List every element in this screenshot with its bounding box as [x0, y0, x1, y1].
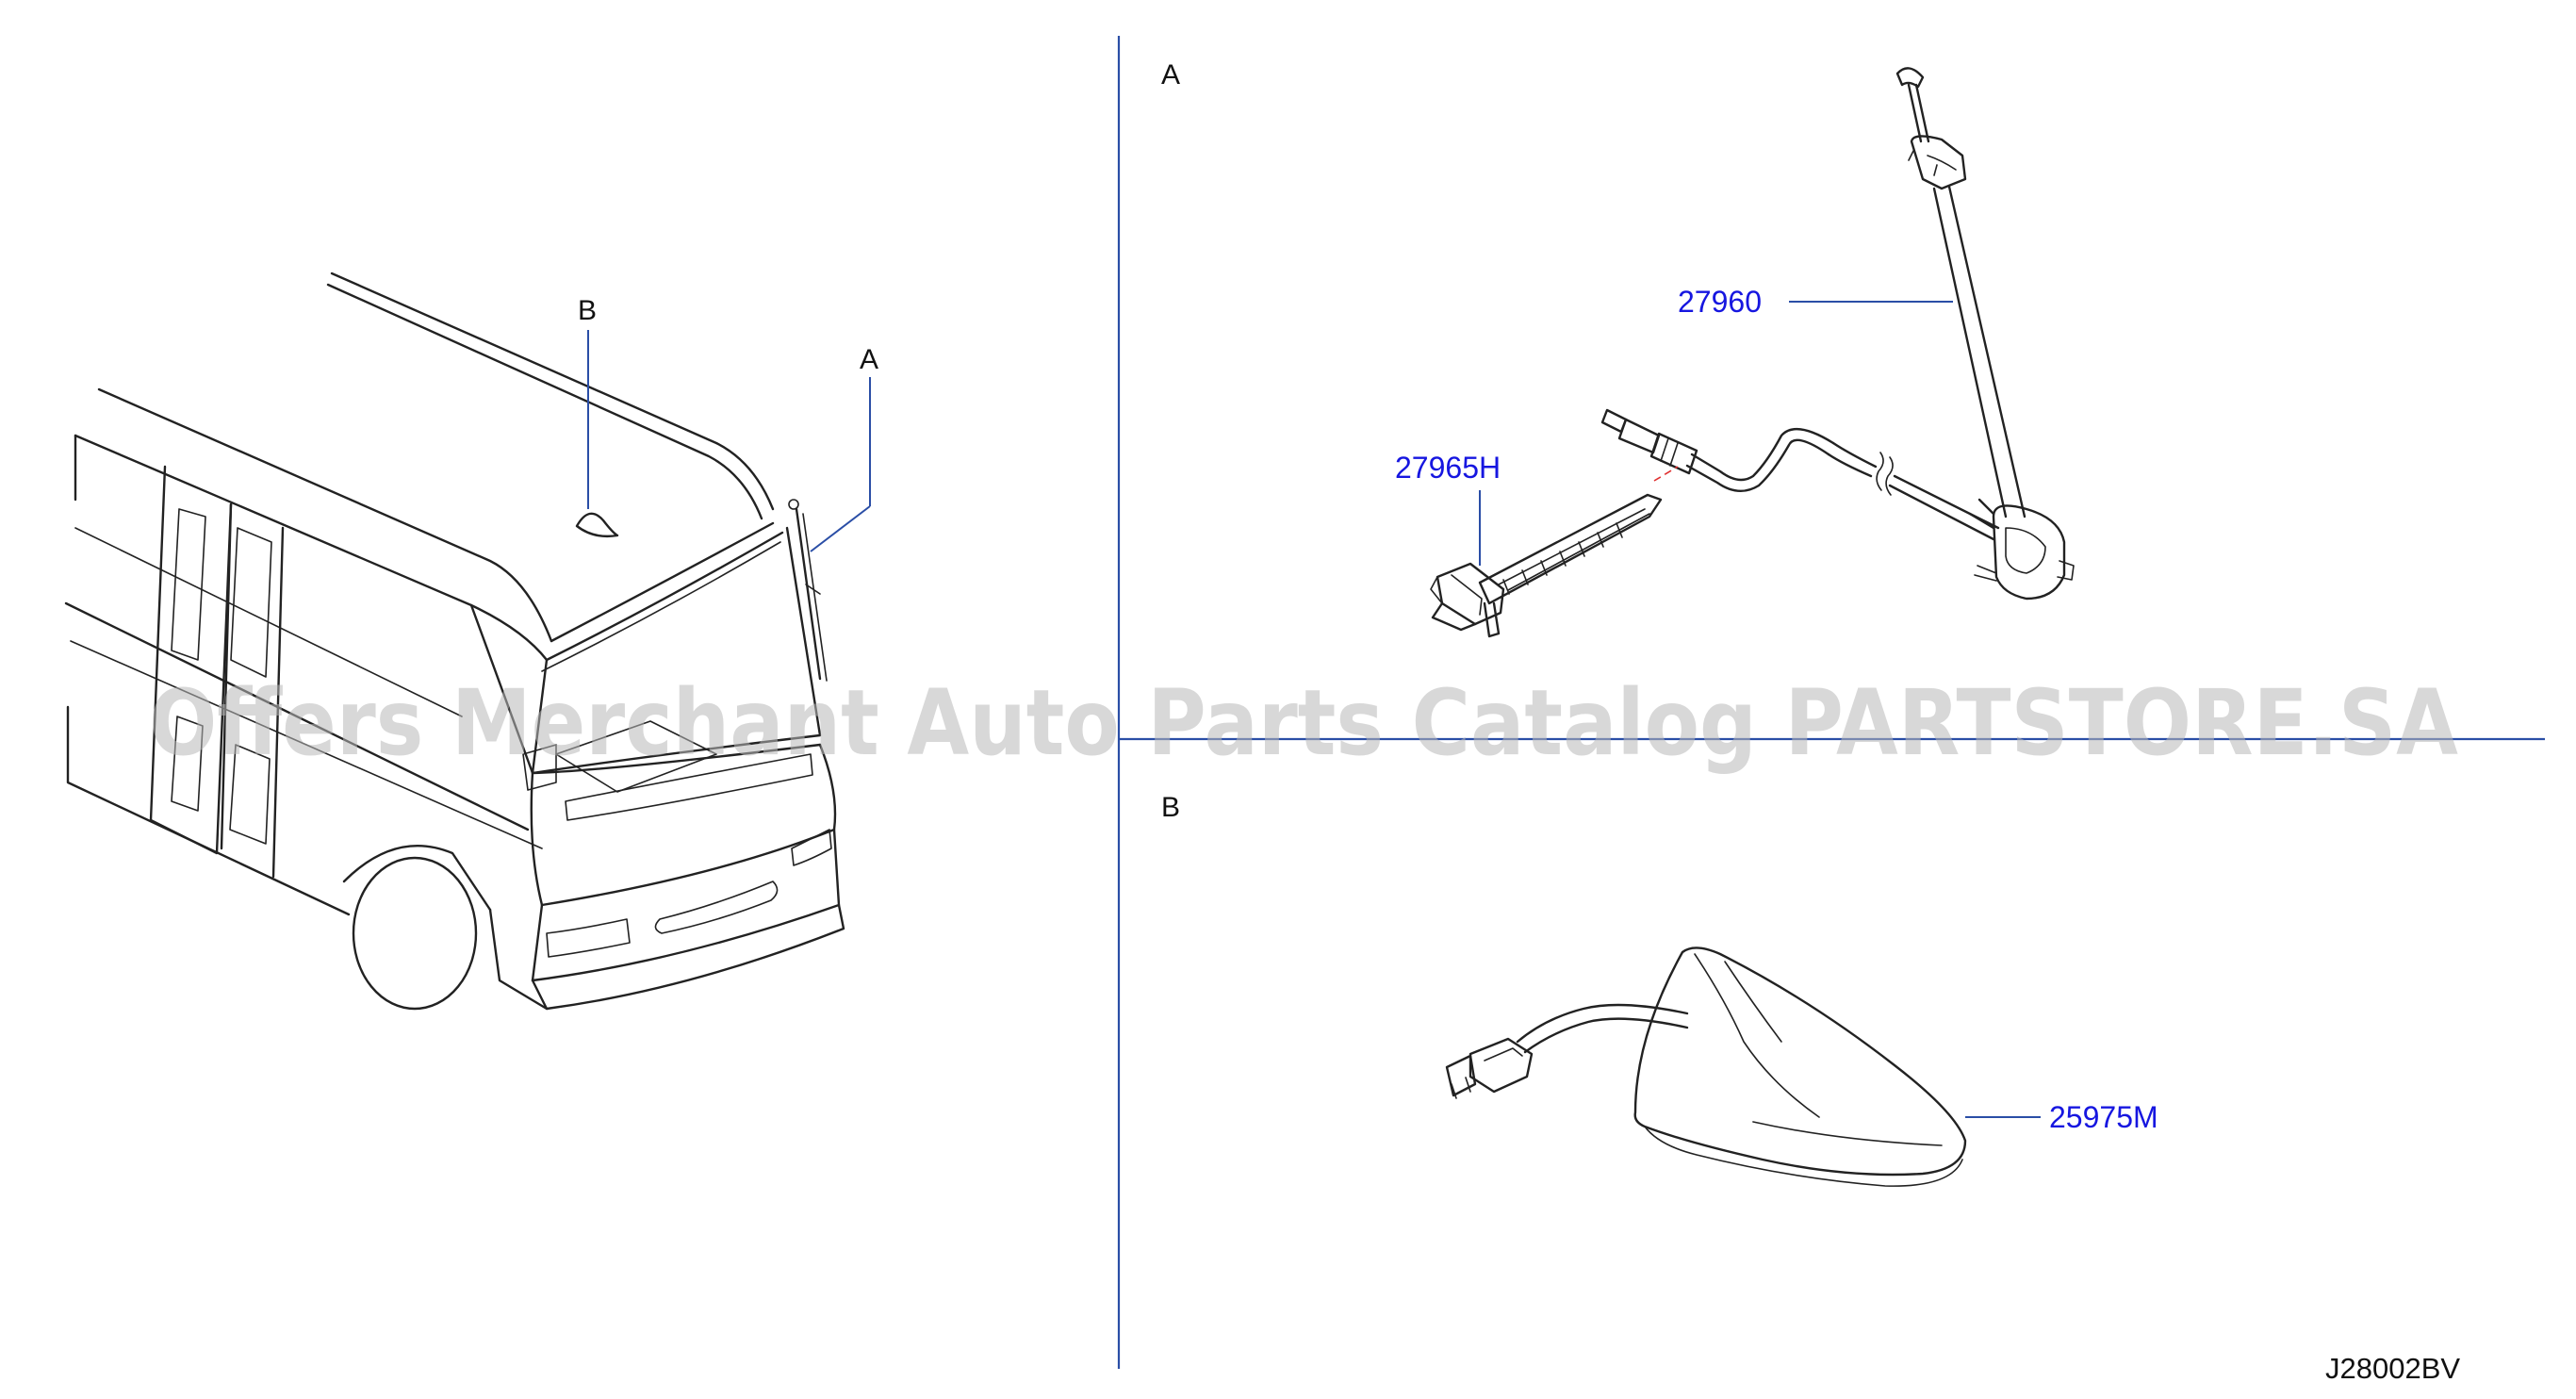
- view-b-label: B: [1161, 792, 1180, 823]
- callout-b-group: B: [578, 295, 597, 509]
- guide-dash-line: [1653, 466, 1679, 482]
- callout-a-leader-diagonal: [810, 505, 871, 552]
- part-25975m-callout[interactable]: 25975M: [1965, 1100, 2158, 1134]
- watermark-text: Offers Merchant Auto Parts Catalog PARTS…: [149, 670, 2458, 776]
- van-illustration: [64, 272, 845, 1011]
- cable-tie-clip-illustration: [1430, 493, 1663, 638]
- part-number-27960[interactable]: 27960: [1678, 285, 1762, 319]
- part-number-25975m[interactable]: 25975M: [2049, 1100, 2158, 1134]
- rod-antenna-illustration: [1600, 67, 2075, 601]
- diagram-reference-code: J28002BV: [2325, 1352, 2460, 1385]
- part-27960-callout[interactable]: 27960: [1678, 285, 1953, 319]
- part-number-27965h[interactable]: 27965H: [1395, 451, 1501, 485]
- view-a-label: A: [1161, 59, 1180, 91]
- shark-fin-antenna-illustration: [1445, 946, 1967, 1187]
- callout-b-label: B: [578, 295, 597, 326]
- part-27965h-callout[interactable]: 27965H: [1395, 451, 1501, 566]
- callout-a-label: A: [860, 344, 878, 375]
- callout-a-group: A: [810, 344, 878, 552]
